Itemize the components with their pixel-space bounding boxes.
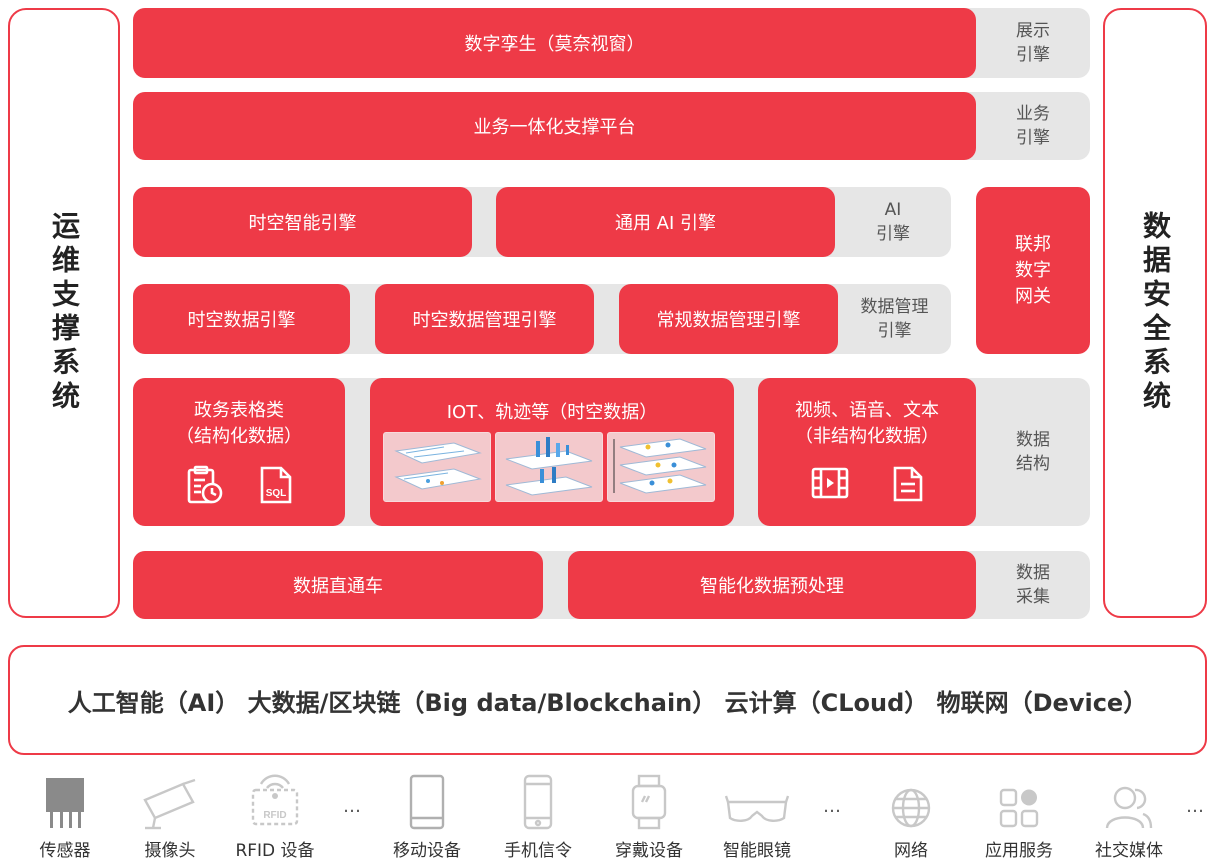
regular-data-mgmt-engine-block: 常规数据管理引擎 (619, 284, 838, 354)
rfid-card-label: RFID (263, 810, 286, 821)
more-devices-ellipsis-1: … (343, 796, 361, 817)
rfid-icon: RFID (251, 774, 299, 826)
source-label: RFID 设备 (235, 841, 315, 861)
glasses-icon (724, 795, 790, 822)
source-app-service: 应用服务 (964, 772, 1074, 861)
structured-data-block: 政务表格类 （结构化数据） SQL (133, 378, 345, 526)
source-wearable: 穿戴设备 (594, 772, 704, 861)
technology-text: 人工智能（AI） 大数据/区块链（Big data/Blockchain） 云计… (67, 688, 1148, 717)
source-rfid: RFID RFID 设备 (220, 772, 330, 861)
data-express-block: 数据直通车 (133, 551, 543, 619)
spatiotemporal-data-engine-text: 时空数据引擎 (187, 310, 296, 331)
tablet-icon (409, 774, 445, 830)
source-label: 移动设备 (393, 841, 461, 861)
camera-icon (143, 778, 196, 830)
source-label: 应用服务 (985, 841, 1053, 861)
poi-layers-thumbnail (607, 432, 715, 502)
digital-twin-text: 数字孪生（莫奈视窗） (464, 34, 645, 55)
smart-preprocessing-block: 智能化数据预处理 (568, 551, 976, 619)
digital-twin-block: 数字孪生（莫奈视窗） (133, 8, 976, 78)
spatiotemporal-data-mgmt-engine-text: 时空数据管理引擎 (412, 310, 557, 331)
source-label: 社交媒体 (1095, 841, 1163, 861)
general-ai-engine-text: 通用 AI 引擎 (614, 213, 717, 234)
watch-icon (631, 774, 667, 830)
sql-file-icon: SQL (260, 466, 292, 504)
spatiotemporal-data-mgmt-engine-block: 时空数据管理引擎 (375, 284, 594, 354)
source-smart-glasses: 智能眼镜 (702, 772, 812, 861)
ai-engine-label: AI 引擎 (876, 200, 910, 244)
structured-data-text: 政务表格类 （结构化数据） (176, 400, 302, 447)
general-ai-engine-block: 通用 AI 引擎 (496, 187, 835, 257)
data-express-text: 数据直通车 (293, 576, 383, 597)
technology-bar: 人工智能（AI） 大数据/区块链（Big data/Blockchain） 云计… (8, 645, 1207, 755)
spatiotemporal-ai-engine-block: 时空智能引擎 (133, 187, 472, 257)
sensor-icon (46, 778, 84, 828)
text-document-icon (893, 466, 923, 502)
people-icon (1105, 786, 1153, 829)
more-devices-ellipsis-2: … (823, 796, 841, 817)
source-label: 网络 (894, 841, 928, 861)
spatiotemporal-data-text: IOT、轨迹等（时空数据） (446, 402, 658, 423)
source-label: 智能眼镜 (723, 841, 791, 861)
federated-gateway-text: 联邦 数字 网关 (1015, 233, 1051, 307)
source-label: 手机信令 (504, 841, 572, 861)
data-security-panel: 数据安全系统 (1103, 8, 1207, 618)
ops-support-label: 运维支撑系统 (48, 211, 81, 415)
clipboard-clock-icon (187, 465, 223, 504)
globe-icon (891, 788, 931, 828)
source-sensor: 传感器 (10, 772, 120, 861)
source-network: 网络 (856, 772, 966, 861)
source-tablet: 移动设备 (372, 772, 482, 861)
source-phone: 手机信令 (483, 772, 593, 861)
business-platform-block: 业务一体化支撑平台 (133, 92, 976, 160)
business-platform-text: 业务一体化支撑平台 (473, 117, 636, 138)
video-film-icon (811, 467, 849, 499)
data-mgmt-engine-label: 数据管理 引擎 (860, 297, 929, 341)
data-security-label: 数据安全系统 (1139, 211, 1172, 415)
map-layers-thumbnail (383, 432, 491, 502)
source-social-media: 社交媒体 (1074, 772, 1184, 861)
unstructured-data-text: 视频、语音、文本 （非结构化数据） (795, 400, 939, 447)
smart-preprocessing-text: 智能化数据预处理 (700, 576, 844, 597)
source-camera: 摄像头 (115, 772, 225, 861)
data-collection-label: 数据 采集 (1016, 563, 1050, 607)
more-devices-ellipsis-3: … (1186, 796, 1204, 817)
sql-file-label: SQL (266, 488, 287, 499)
ops-support-panel: 运维支撑系统 (8, 8, 120, 618)
display-engine-label: 展示 引擎 (1016, 21, 1050, 65)
phone-icon (523, 774, 553, 830)
spatiotemporal-ai-engine-text: 时空智能引擎 (248, 213, 357, 234)
source-label: 穿戴设备 (615, 841, 683, 861)
apps-icon (999, 788, 1039, 828)
spatiotemporal-data-engine-block: 时空数据引擎 (133, 284, 350, 354)
source-label: 摄像头 (144, 841, 196, 861)
business-engine-label: 业务 引擎 (1016, 104, 1050, 148)
city-3d-thumbnail (495, 432, 603, 502)
regular-data-mgmt-engine-text: 常规数据管理引擎 (656, 310, 801, 331)
source-label: 传感器 (39, 841, 91, 861)
unstructured-data-block: 视频、语音、文本 （非结构化数据） (758, 378, 976, 526)
federated-gateway-block: 联邦 数字 网关 (976, 187, 1090, 354)
data-structure-label: 数据 结构 (1016, 430, 1050, 474)
